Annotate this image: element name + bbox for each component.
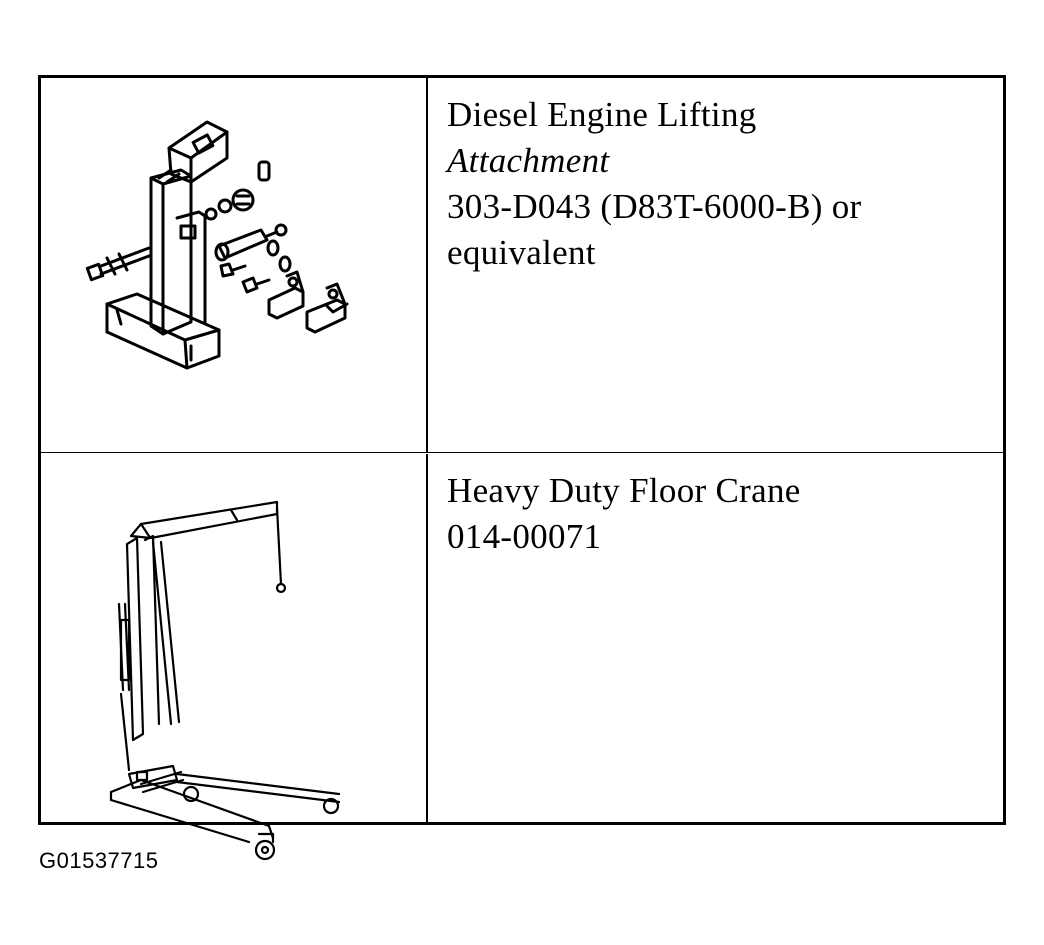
table-row: Diesel Engine Lifting Attachment 303-D04… [41,78,1003,453]
tool-image-cell [41,454,428,861]
tool-number: 303-D043 (D83T-6000-B) or equivalent [447,187,862,272]
tool-name: Heavy Duty Floor Crane [447,471,801,510]
special-tools-table: Diesel Engine Lifting Attachment 303-D04… [38,75,1006,861]
tool-number: 014-00071 [447,517,602,556]
tool-image-cell [41,78,428,452]
tool-name-line2: Attachment [447,141,610,180]
tool-name-line1: Diesel Engine Lifting [447,95,757,134]
tool-description-cell: Heavy Duty Floor Crane 014-00071 [430,454,1003,825]
table-row: Heavy Duty Floor Crane 014-00071 [41,454,1003,861]
tool-description-cell: Diesel Engine Lifting Attachment 303-D04… [430,78,1003,452]
figure-id: G01537715 [39,848,159,873]
lifting-attachment-icon [85,120,349,370]
floor-crane-icon [109,500,341,861]
tool-name: Diesel Engine Lifting Attachment [447,92,991,184]
